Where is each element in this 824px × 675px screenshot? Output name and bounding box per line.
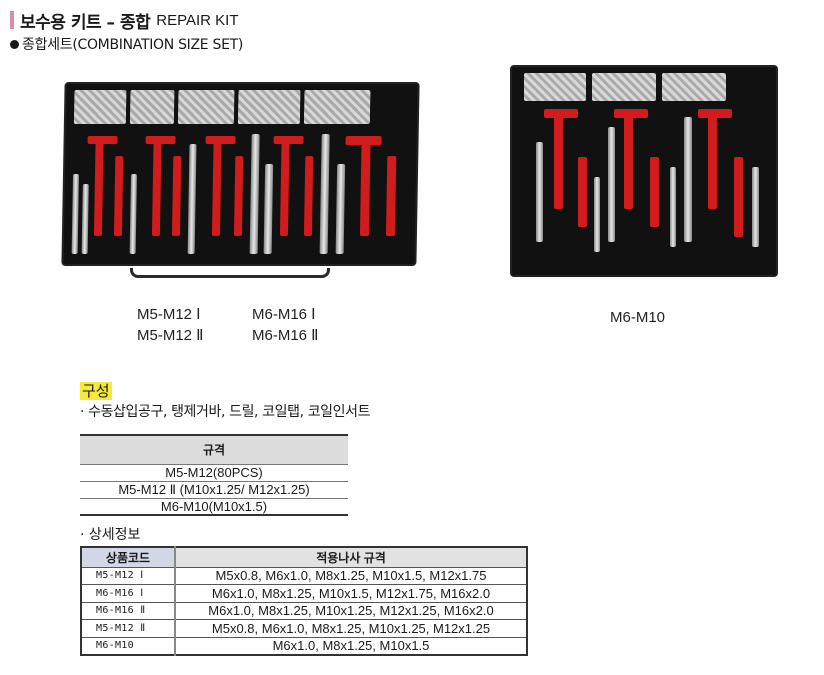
caption-m6-m10: M6-M10 — [610, 309, 666, 326]
case-handle — [130, 268, 330, 278]
thread-spec: M5x0.8, M6x1.0, M8x1.25, M10x1.25, M12x1… — [175, 619, 527, 638]
product-code: M5-M12 Ⅰ — [81, 567, 176, 585]
page-title: 보수용 키트 – 종합 REPAIR KIT — [10, 9, 239, 33]
table-row: M6-M16 Ⅰ M6x1.0, M8x1.25, M10x1.5, M12x1… — [81, 584, 527, 603]
small-kit-photo — [510, 65, 778, 277]
product-code: M6-M10 — [81, 637, 176, 655]
insert-bins — [73, 90, 371, 124]
thread-spec: M6x1.0, M8x1.25, M10x1.5 — [175, 637, 527, 655]
thread-spec: M6x1.0, M8x1.25, M10x1.25, M12x1.25, M16… — [175, 602, 527, 620]
insert-bins — [524, 73, 726, 101]
title-english: REPAIR KIT — [156, 11, 239, 29]
caption-m5-m12-1: M5-M12 Ⅰ — [137, 306, 201, 323]
header-thread-spec: 적용나사 규격 — [175, 547, 527, 568]
product-code: M6-M16 Ⅰ — [81, 584, 176, 603]
detail-table: 상품코드 적용나사 규격 M5-M12 Ⅰ M5x0.8, M6x1.0, M8… — [80, 546, 528, 656]
table-row: M6-M16 Ⅱ M6x1.0, M8x1.25, M10x1.25, M12x… — [81, 602, 527, 620]
header-product-code: 상품코드 — [81, 547, 176, 568]
detail-label: · 상세정보 — [80, 527, 141, 543]
table-row: M5-M12 Ⅱ M5x0.8, M6x1.0, M8x1.25, M10x1.… — [81, 619, 527, 638]
product-code: M5-M12 Ⅱ — [81, 619, 176, 638]
table-row: M5-M12(80PCS) — [80, 464, 348, 482]
caption-m6-m16-2: M6-M16 Ⅱ — [252, 327, 319, 344]
title-accent-bar — [10, 11, 14, 29]
table-row: M5-M12 Ⅱ (M10x1.25/ M12x1.25) — [80, 481, 348, 499]
table-row: M6-M10(M10x1.5) — [160, 498, 268, 514]
large-combination-kit-photo — [61, 82, 420, 266]
table-row: M5-M12 Ⅰ M5x0.8, M6x1.0, M8x1.25, M10x1.… — [81, 567, 527, 585]
spec-table-header: 규격 — [80, 435, 348, 465]
caption-m5-m12-2: M5-M12 Ⅱ — [137, 327, 204, 344]
spec-table: 규격 M5-M12(80PCS) M5-M12 Ⅱ (M10x1.25/ M12… — [80, 434, 348, 516]
title-korean: 보수용 키트 – 종합 — [20, 12, 151, 33]
product-code: M6-M16 Ⅱ — [81, 602, 176, 620]
thread-spec: M6x1.0, M8x1.25, M10x1.5, M12x1.75, M16x… — [175, 584, 527, 603]
bullet-icon — [10, 39, 19, 49]
composition-label: 구성 — [80, 382, 112, 400]
subtitle: 종합세트(COMBINATION SIZE SET) — [10, 34, 243, 54]
table-row: M6-M10 M6x1.0, M8x1.25, M10x1.5 — [81, 637, 527, 655]
composition-items: · 수동삽입공구, 탱제거바, 드릴, 코일탭, 코일인서트 — [80, 404, 371, 420]
thread-spec: M5x0.8, M6x1.0, M8x1.25, M10x1.5, M12x1.… — [175, 567, 527, 585]
caption-m6-m16-1: M6-M16 Ⅰ — [252, 306, 316, 323]
subtitle-text: 종합세트(COMBINATION SIZE SET) — [22, 37, 244, 53]
